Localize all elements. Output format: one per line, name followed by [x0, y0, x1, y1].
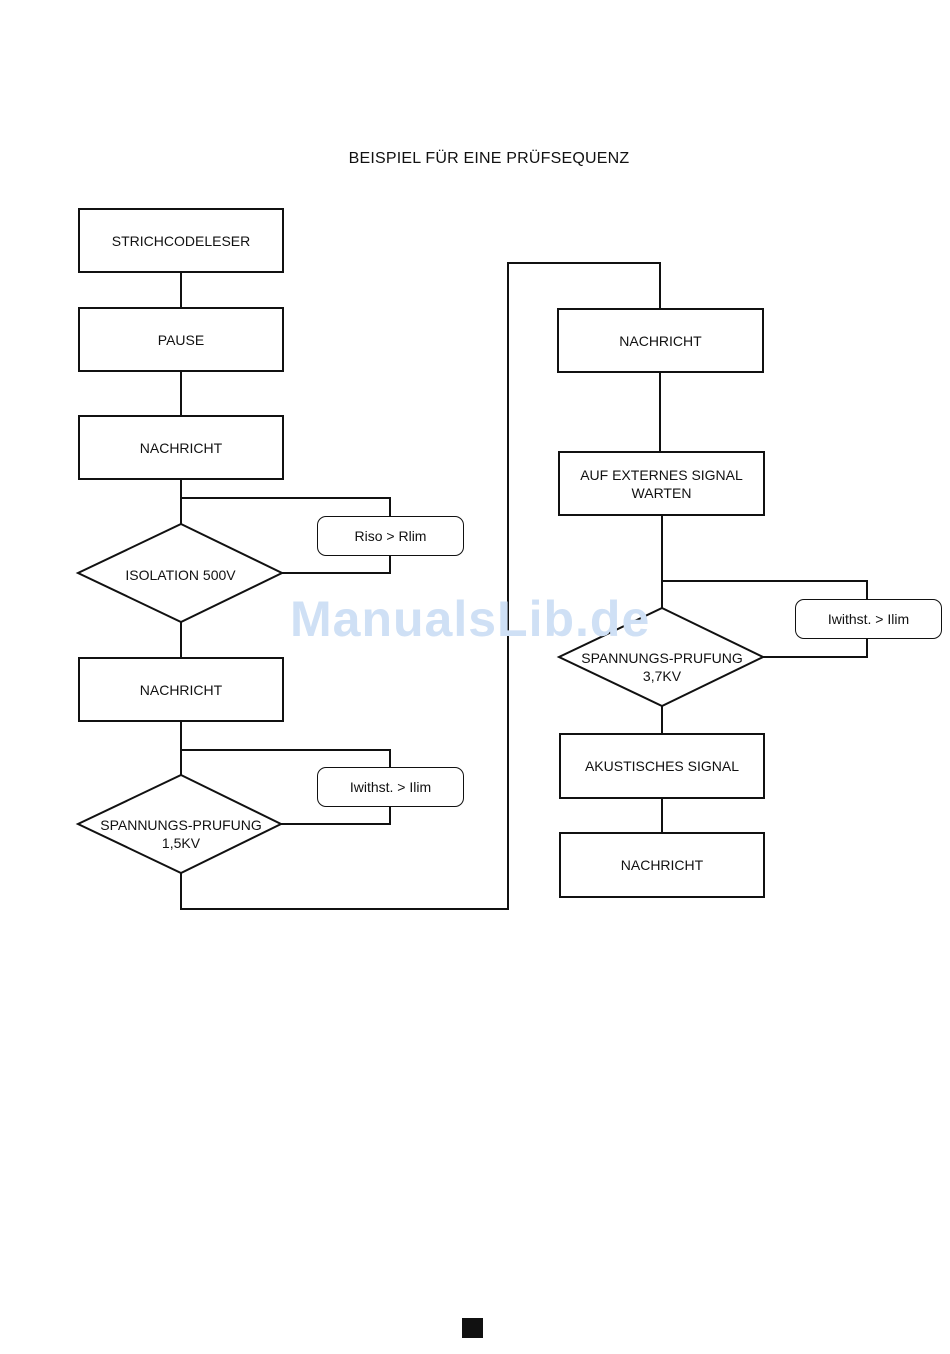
strichcodeleser-box: STRICHCODELESER: [78, 208, 284, 273]
spannung-1-label: SPANNUNGS-PRUFUNG 1,5KV: [86, 816, 276, 852]
iwithst-condition-2-label: Iwithst. > Ilim: [828, 611, 909, 627]
akustisches-signal-label: AKUSTISCHES SIGNAL: [585, 757, 739, 775]
spannung-1-text: SPANNUNGS-PRUFUNG 1,5KV: [86, 816, 276, 852]
nachricht-3-box: NACHRICHT: [557, 308, 764, 373]
spannung-2-label: SPANNUNGS-PRUFUNG 3,7KV: [567, 649, 757, 685]
nachricht-2-label: NACHRICHT: [140, 681, 222, 699]
watermark: ManualsLib.de: [290, 590, 650, 648]
nachricht-4-box: NACHRICHT: [559, 832, 765, 898]
riso-condition-box: Riso > Rlim: [317, 516, 464, 556]
akustisches-signal-box: AKUSTISCHES SIGNAL: [559, 733, 765, 799]
nachricht-1-label: NACHRICHT: [140, 439, 222, 457]
riso-condition-label: Riso > Rlim: [355, 528, 427, 544]
pause-box: PAUSE: [78, 307, 284, 372]
page-marker-square: [462, 1318, 483, 1338]
spannung-2-text: SPANNUNGS-PRUFUNG 3,7KV: [567, 649, 757, 685]
nachricht-2-box: NACHRICHT: [78, 657, 284, 722]
nachricht-1-box: NACHRICHT: [78, 415, 284, 480]
isolation-label: ISOLATION 500V: [108, 566, 253, 584]
nachricht-4-label: NACHRICHT: [621, 856, 703, 874]
nachricht-3-label: NACHRICHT: [619, 332, 701, 350]
iwithst-condition-1-label: Iwithst. > Ilim: [350, 779, 431, 795]
pause-label: PAUSE: [158, 331, 204, 349]
auf-externes-signal-label: AUF EXTERNES SIGNAL WARTEN: [580, 466, 743, 502]
auf-externes-signal-box: AUF EXTERNES SIGNAL WARTEN: [558, 451, 765, 516]
iwithst-condition-1-box: Iwithst. > Ilim: [317, 767, 464, 807]
strichcodeleser-label: STRICHCODELESER: [112, 232, 250, 250]
iwithst-condition-2-box: Iwithst. > Ilim: [795, 599, 942, 639]
